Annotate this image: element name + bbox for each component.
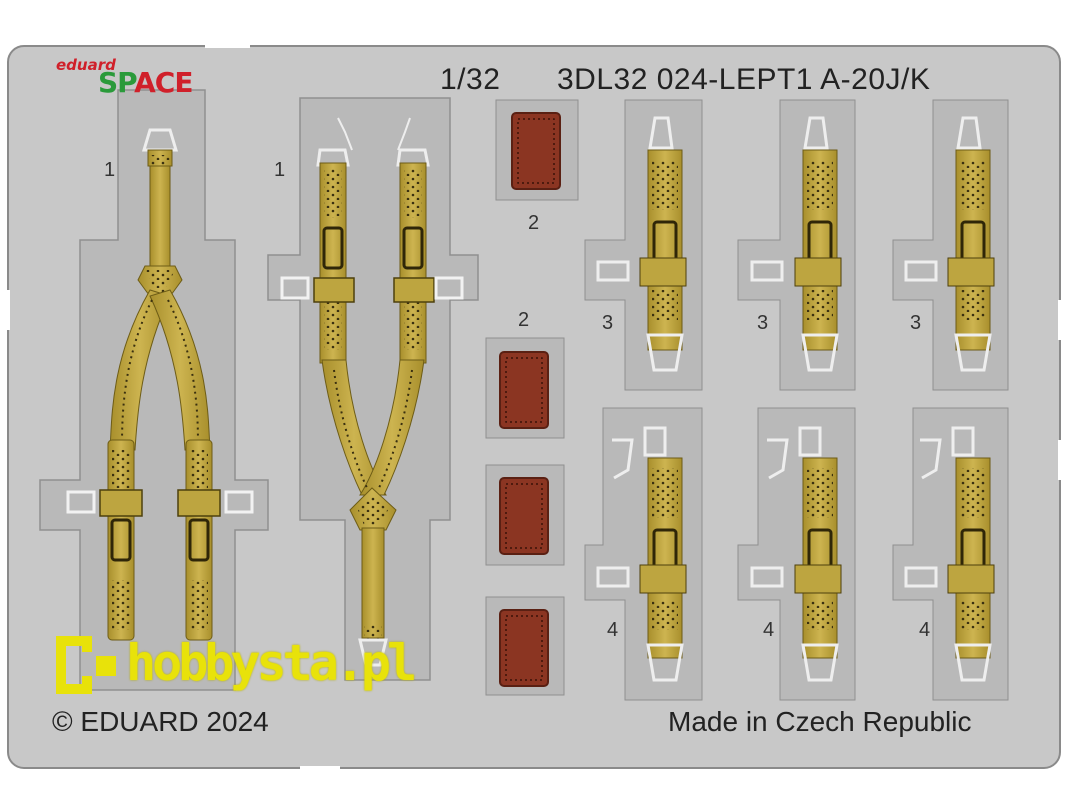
part-1-right — [267, 97, 479, 681]
part-number: 2 — [518, 309, 530, 331]
part-1-left — [39, 89, 269, 691]
watermark-text: hobbysta.pl — [126, 634, 417, 692]
part-number: 2 — [528, 212, 540, 234]
brand-ace: ACE — [134, 66, 193, 99]
part-number: 4 — [919, 619, 931, 641]
brand-space: SPACE — [98, 66, 193, 99]
scale-label: 1/32 — [440, 63, 501, 96]
part-number: 3 — [910, 312, 922, 334]
frame-gates — [6, 44, 1062, 770]
part-number: 3 — [602, 312, 614, 334]
part-number: 4 — [763, 619, 775, 641]
eduard-space-logo: eduard SPACE — [54, 56, 204, 102]
watermark-logo-icon — [56, 636, 116, 694]
part-number: 1 — [104, 159, 116, 181]
brand-eduard: eduard — [56, 56, 116, 74]
part-2-pads — [485, 99, 579, 696]
copyright-text: © EDUARD 2024 — [52, 706, 269, 737]
origin-text: Made in Czech Republic — [668, 706, 972, 737]
part-number: 4 — [607, 619, 619, 641]
product-code: 3DL32 024-LEPT1 A-20J/K — [557, 63, 931, 96]
part-number: 3 — [757, 312, 769, 334]
part-3-straps — [584, 99, 1009, 391]
brand-sp: SP — [98, 66, 135, 99]
part-4-straps — [584, 407, 1009, 701]
part-number: 1 — [274, 159, 286, 181]
watermark: hobbysta.pl — [52, 628, 417, 700]
